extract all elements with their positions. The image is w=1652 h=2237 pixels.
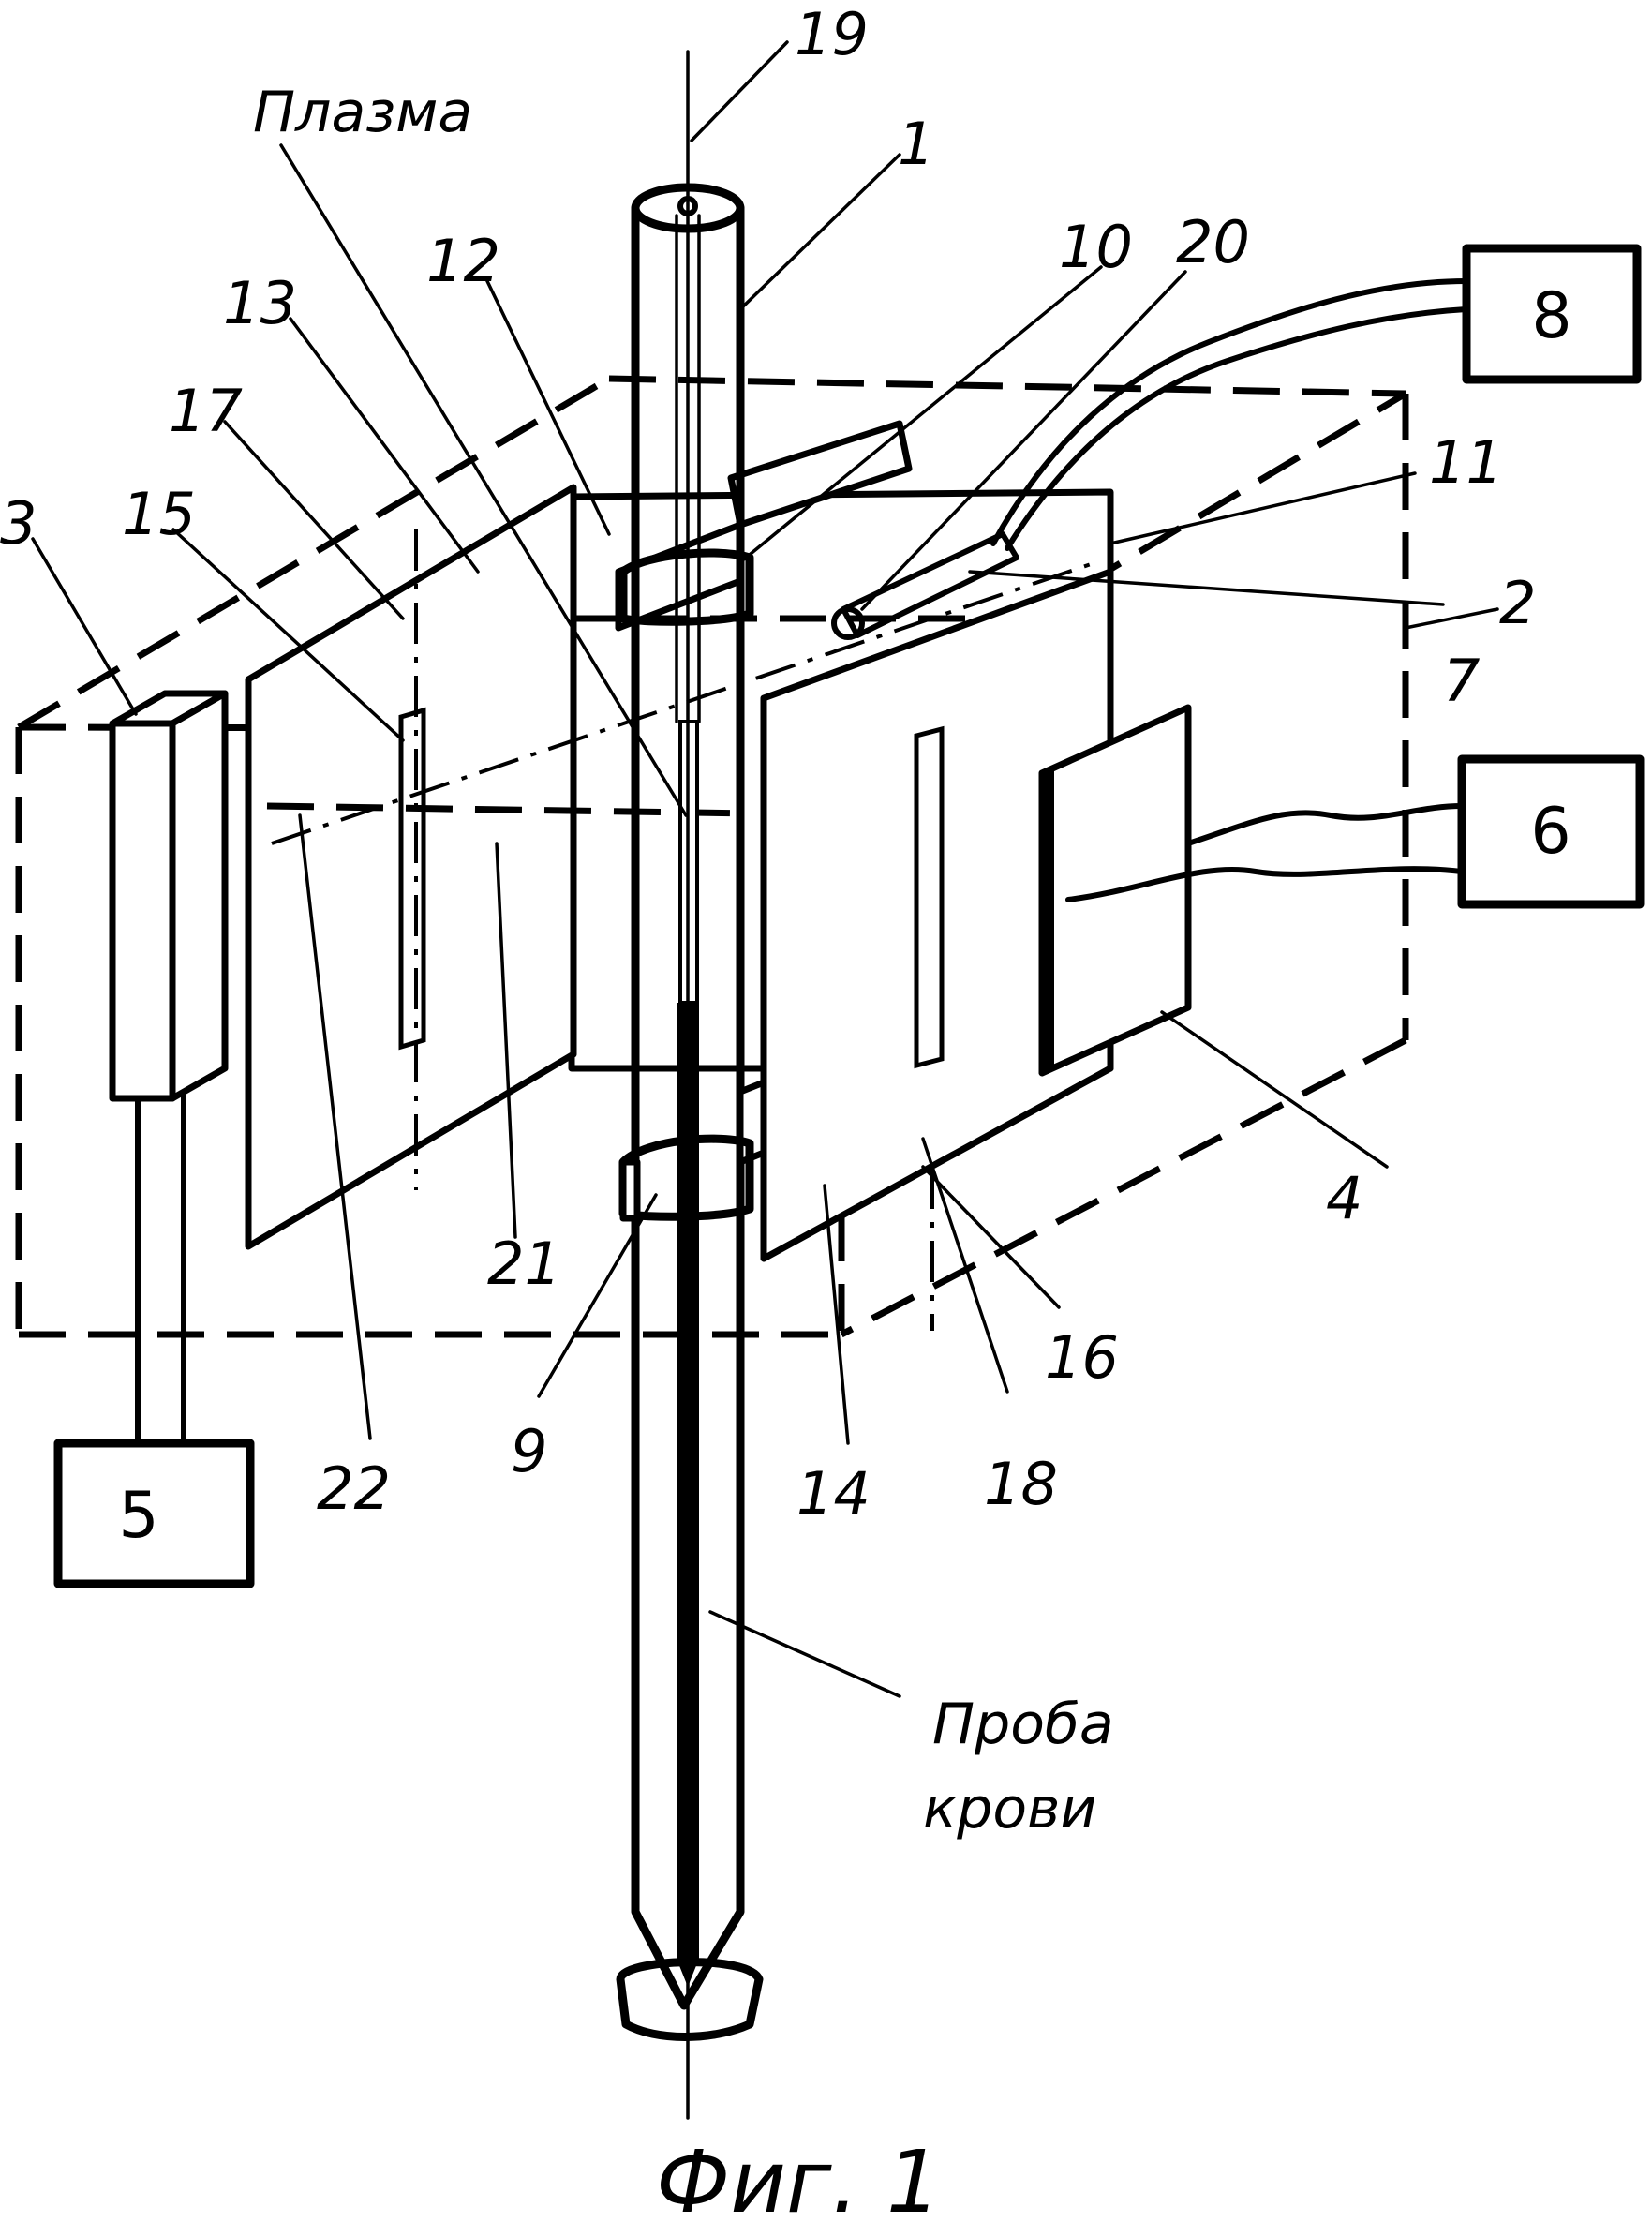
block-5: 5 xyxy=(58,1443,250,1584)
label-21: 21 xyxy=(487,1230,561,1298)
block-5-label: 5 xyxy=(118,1479,158,1553)
label-12: 12 xyxy=(426,227,500,295)
label-11: 11 xyxy=(1429,428,1503,497)
plasma-label: Плазма xyxy=(253,80,472,145)
label-9: 9 xyxy=(511,1417,547,1485)
label-10: 10 xyxy=(1059,213,1133,281)
label-15: 15 xyxy=(122,480,196,548)
label-2: 2 xyxy=(1499,569,1536,637)
light-source-3 xyxy=(112,693,225,1443)
label-4: 4 xyxy=(1326,1164,1362,1232)
slit-15 xyxy=(401,710,424,1047)
plate-13 xyxy=(248,487,573,1246)
label-13: 13 xyxy=(223,269,297,337)
label-3: 3 xyxy=(0,489,37,558)
label-16: 16 xyxy=(1045,1323,1119,1392)
slit-16 xyxy=(916,729,942,1066)
block-8-label: 8 xyxy=(1531,279,1571,353)
label-22: 22 xyxy=(317,1454,391,1523)
label-1: 1 xyxy=(898,110,934,178)
block-6-label: 6 xyxy=(1530,795,1570,869)
label-19: 19 xyxy=(795,0,869,68)
label-20: 20 xyxy=(1176,208,1250,276)
blood-label-line2: крови xyxy=(923,1776,1096,1842)
label-17: 17 xyxy=(169,377,243,445)
label-18: 18 xyxy=(984,1450,1058,1518)
label-14: 14 xyxy=(796,1459,871,1528)
label-7: 7 xyxy=(1443,647,1480,715)
figure-caption: Фиг. 1 xyxy=(656,2132,941,2232)
blood-label-line1: Проба xyxy=(932,1692,1114,1757)
